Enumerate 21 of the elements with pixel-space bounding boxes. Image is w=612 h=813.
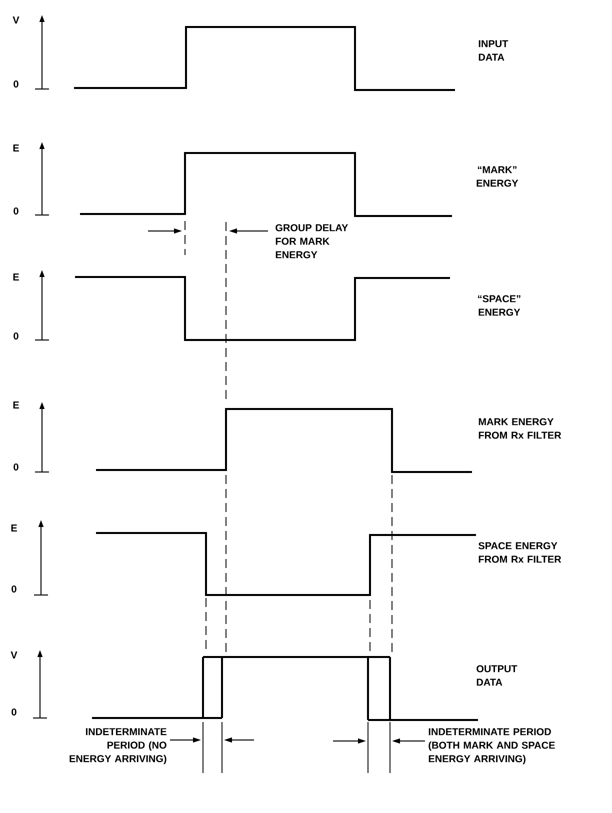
axis-label: E [13, 274, 19, 280]
signal-label: “MARK” ENERGY [476, 166, 518, 187]
signal-label: “SPACE” ENERGY [478, 295, 520, 316]
signal-label: OUTPUT DATA [476, 665, 518, 686]
axis-label: V [10, 652, 18, 658]
axis-label: 0 [14, 80, 18, 88]
axis-label: 0 [14, 463, 18, 471]
axis-label: 0 [12, 708, 16, 716]
signal-label: MARK ENERGY FROM Rx FILTER [478, 418, 562, 439]
annotation-text: INDETERMINATE PERIOD (BOTH MARK AND SPACE ENERGY ARRIVING) [428, 728, 555, 764]
signal-label: SPACE ENERGY FROM Rx FILTER [478, 542, 562, 563]
axis-label: V [12, 16, 20, 24]
axis-label: 0 [14, 332, 18, 340]
signal-label: INPUT DATA [478, 40, 508, 61]
annotation-text: INDETERMINATE PERIOD (NO ENERGY ARRIVING) [70, 728, 166, 764]
annotation-text: GROUP DELAY FOR MARK ENERGY [276, 224, 348, 258]
axis-label: 0 [12, 585, 16, 593]
axis-label: E [13, 144, 19, 152]
axis-label: E [11, 524, 17, 532]
axis-label: 0 [14, 207, 18, 215]
axis-label: E [13, 402, 19, 408]
